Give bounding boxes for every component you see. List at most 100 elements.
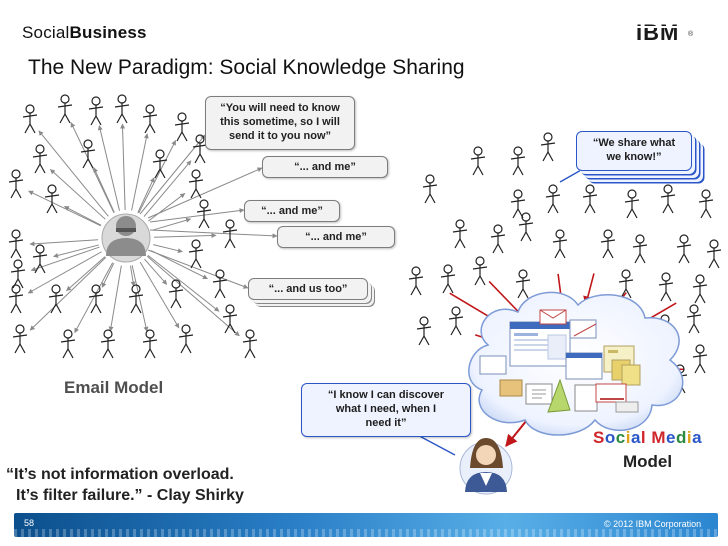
stick-figure [9,285,23,313]
stick-figure [441,265,455,293]
stick-figure [61,330,75,358]
email-arrow [99,126,119,211]
brand-prefix: Social [22,23,70,42]
stick-figure [541,133,555,161]
email-hub-person [102,214,150,262]
social-media-letter: a [631,428,641,447]
quote-line-1: “It’s not information overload. [6,464,244,485]
stick-figure [661,185,675,213]
ibm-logo: IBM [636,20,679,46]
stick-figure [677,235,691,263]
stick-figure [546,185,560,213]
bubble-and-me-2: “... and me” [244,200,340,222]
stick-figure [23,105,37,133]
bubble-need-sometime: “You will need to know this sometime, so… [205,96,355,150]
page-title: The New Paradigm: Social Knowledge Shari… [28,56,465,80]
social-user-person [460,438,512,494]
social-media-letter: d [676,428,687,447]
stick-figure [519,213,533,241]
stick-figure [33,145,47,173]
social-media-label: Social Media [593,428,702,448]
stick-figure [189,170,203,198]
stick-figure [143,330,157,358]
knowledge-cloud [469,292,683,435]
bubble-i-know: “I know I can discover what I need, when… [301,383,471,437]
bubble-line: need it” [302,416,470,430]
stick-figure [243,330,257,358]
bubble-line: this sometime, so I will [206,115,354,129]
email-arrow [102,263,114,287]
stick-figure [81,140,95,168]
stick-figure [11,260,25,288]
email-arrow [132,265,147,331]
copyright-notice: © 2012 IBM Corporation [604,519,701,529]
social-media-letter: o [605,428,616,447]
page-number: 58 [24,518,34,528]
stick-figure [473,257,487,285]
stick-figure [115,95,129,123]
stick-figure [13,325,27,353]
stick-figure [143,105,157,133]
stick-figure [175,113,189,141]
stick-figure [511,147,525,175]
stick-figure [213,270,227,298]
bubble-line: “You will need to know [206,101,354,115]
stick-figure [453,220,467,248]
bubble-and-us-too: “... and us too” [248,278,368,300]
stick-figure [189,240,203,268]
stick-figure [9,230,23,258]
email-arrow [153,245,182,252]
stick-figure [101,330,115,358]
stick-figure [223,305,237,333]
stick-figure [45,185,59,213]
brand-wordmark: SocialBusiness [22,23,147,43]
stick-figure [553,230,567,258]
email-arrow [64,206,101,225]
social-media-letter: e [666,428,676,447]
bubble-and-me-3: “... and me” [277,226,395,248]
stick-figure [659,273,673,301]
stick-figure [583,185,597,213]
bubble-line: “We share what [577,136,691,150]
social-media-letter: M [651,428,666,447]
stick-figure [491,225,505,253]
stick-figure [58,95,72,123]
stick-figure [633,235,647,263]
social-media-letter: c [616,428,626,447]
stick-figure [625,190,639,218]
ibm-registered-mark: ® [688,31,693,38]
stick-figure [423,175,437,203]
stick-figure [169,280,183,308]
stick-figure [153,150,167,178]
email-arrow [75,263,113,333]
bubble-we-share: “We share what we know!” [576,131,692,171]
email-arrow [154,235,216,237]
email-model-label: Email Model [64,378,163,398]
stick-figure [699,190,713,218]
stick-figure [707,240,721,268]
email-arrow [66,257,105,291]
stick-figure [129,285,143,313]
stick-figure [89,97,103,125]
bubble-line: “I know I can discover [302,388,470,402]
email-arrow [122,124,125,210]
brand-suffix: Business [70,23,147,42]
stick-figure [449,307,463,335]
email-arrow [132,134,148,211]
stick-figure [471,147,485,175]
email-arrow [140,262,179,328]
stick-figure [601,230,615,258]
stick-figure [179,325,193,353]
email-arrow [29,191,101,226]
stick-figure [516,270,530,298]
email-arrows [28,123,277,336]
social-media-letter: S [593,428,605,447]
email-arrow [30,240,98,244]
social-media-model-label: Model [623,452,672,472]
email-arrow [39,131,108,216]
bubble-line: we know!” [577,150,691,164]
bubble-line: send it to you now” [206,129,354,143]
stick-figure [687,305,701,333]
stick-figure [49,285,63,313]
